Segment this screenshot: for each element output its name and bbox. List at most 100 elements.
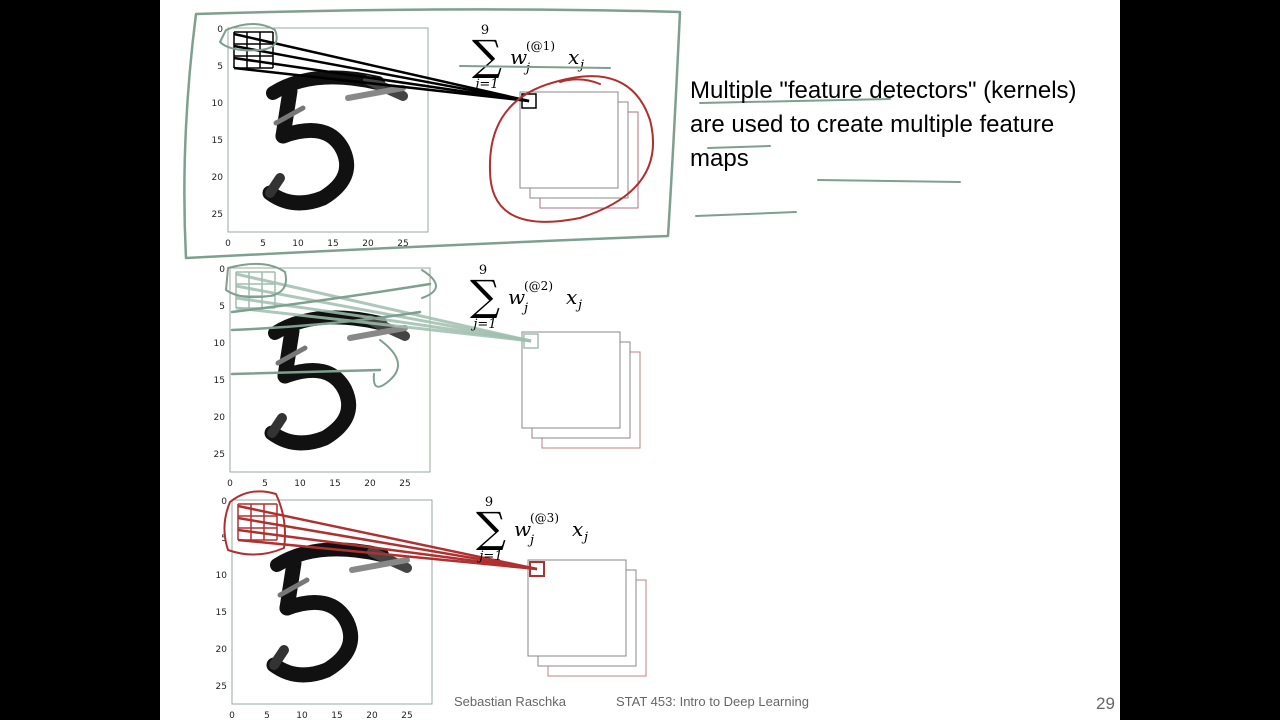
x-tick-label: 15 <box>327 239 338 249</box>
y-tick-label: 25 <box>214 450 225 460</box>
stride-return-2 <box>372 339 399 388</box>
receptive-field-line <box>233 56 530 103</box>
y-tick-label: 0 <box>219 265 225 275</box>
feature-map-front <box>521 331 621 429</box>
caption-underline-multiple <box>817 179 961 183</box>
y-tick-label: 15 <box>216 608 227 618</box>
y-tick-label: 5 <box>219 302 225 312</box>
y-tick-label: 10 <box>214 339 226 349</box>
weight-index: j <box>521 301 528 316</box>
input-symbol: x <box>566 285 577 309</box>
page-number: 29 <box>1096 694 1115 713</box>
feature-map-stack-2 <box>521 331 641 449</box>
weight-symbol: w <box>508 285 525 309</box>
stride-arrow-2 <box>230 310 422 332</box>
x-tick-label: 5 <box>264 711 270 720</box>
receptive-field-line <box>233 44 530 103</box>
receptive-field-line <box>235 284 532 343</box>
summation-symbol: ∑ <box>476 503 506 552</box>
annotation-strokes-1 <box>183 8 961 260</box>
y-tick-label: 5 <box>221 534 227 544</box>
summation-symbol: ∑ <box>472 31 502 80</box>
receptive-field-line <box>233 32 530 103</box>
y-tick-label: 15 <box>214 376 225 386</box>
input-index: j <box>575 298 582 313</box>
sum-upper-limit: 9 <box>481 23 489 38</box>
x-tick-label: 20 <box>366 711 378 720</box>
y-tick-label: 20 <box>214 413 226 423</box>
y-tick-label: 10 <box>216 571 228 581</box>
annotation-box <box>183 8 682 260</box>
equation-underline <box>459 65 611 69</box>
y-tick-label: 25 <box>212 210 223 220</box>
sum-upper-limit: 9 <box>485 495 493 510</box>
receptive-field-line <box>237 516 538 571</box>
feature-map-stack-3 <box>527 559 647 677</box>
receptive-field-line <box>233 66 530 103</box>
summation-symbol: ∑ <box>470 271 500 320</box>
x-tick-label: 15 <box>331 711 342 720</box>
x-tick-label: 20 <box>364 479 376 489</box>
y-tick-label: 5 <box>217 62 223 72</box>
feature-map-front <box>527 559 627 657</box>
feature-map-stack-1 <box>519 91 639 209</box>
x-tick-label: 10 <box>292 239 304 249</box>
caption-underline-maps <box>695 211 797 217</box>
footer-course: STAT 453: Intro to Deep Learning <box>616 694 809 709</box>
x-tick-label: 5 <box>262 479 268 489</box>
receptive-field-lines-1 <box>233 32 530 103</box>
x-tick-label: 10 <box>294 479 306 489</box>
kernel-label: (@2) <box>524 279 553 293</box>
receptive-field-line <box>235 306 532 343</box>
receptive-field-line <box>237 504 538 571</box>
y-tick-label: 25 <box>216 682 227 692</box>
stride-return-1 <box>421 269 437 299</box>
sum-lower-limit: j=1 <box>470 317 496 332</box>
x-tick-label: 10 <box>296 711 308 720</box>
annotation-strokes-3 <box>223 490 286 556</box>
feature-map-circle <box>488 75 655 223</box>
y-tick-label: 20 <box>216 645 228 655</box>
x-tick-label: 0 <box>225 239 231 249</box>
kernel-label: (@3) <box>530 511 559 525</box>
input-symbol: x <box>568 45 579 69</box>
kernel-circle <box>225 262 287 299</box>
feature-map-underline <box>559 78 601 85</box>
x-tick-label: 0 <box>227 479 233 489</box>
y-tick-label: 0 <box>217 25 223 35</box>
sum-lower-limit: j=1 <box>476 549 502 564</box>
sum-upper-limit: 9 <box>479 263 487 278</box>
slide-caption: Multiple "feature detectors" (kernels) a… <box>690 77 1077 172</box>
kernel-circle <box>223 490 286 556</box>
x-tick-label: 15 <box>329 479 340 489</box>
annotation-strokes-2 <box>225 262 437 388</box>
caption-underline-feature <box>699 98 891 104</box>
y-tick-label: 15 <box>212 136 223 146</box>
weight-index: j <box>523 61 530 76</box>
caption-underline-detectors <box>707 145 771 149</box>
stride-arrow-1 <box>230 282 432 314</box>
receptive-field-line <box>237 538 538 571</box>
sum-lower-limit: j=1 <box>472 77 498 92</box>
x-tick-label: 0 <box>229 711 235 720</box>
y-tick-label: 0 <box>221 497 227 507</box>
x-tick-label: 25 <box>397 239 408 249</box>
receptive-field-lines-3 <box>237 504 538 571</box>
footer-author: Sebastian Raschka <box>454 694 567 709</box>
x-tick-label: 25 <box>401 711 412 720</box>
stride-arrow-3 <box>230 368 382 376</box>
feature-map-front <box>519 91 619 189</box>
input-index: j <box>581 530 588 545</box>
weight-symbol: w <box>514 517 531 541</box>
x-tick-label: 25 <box>399 479 410 489</box>
weight-symbol: w <box>510 45 527 69</box>
receptive-field-line <box>237 528 538 571</box>
y-tick-label: 20 <box>212 173 224 183</box>
kernel-label: (@1) <box>526 39 555 53</box>
kernel-circle <box>219 23 278 52</box>
